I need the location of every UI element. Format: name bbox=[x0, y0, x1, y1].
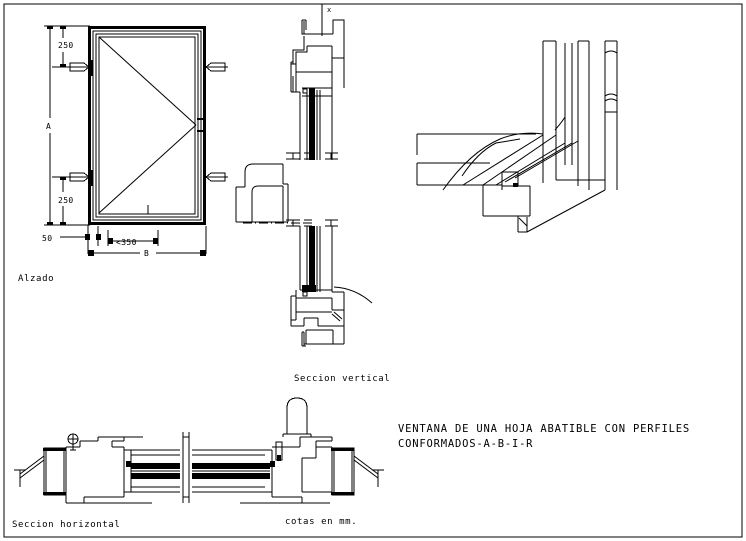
opening-direction-symbol bbox=[98, 36, 197, 214]
vertical-section-sill-profile bbox=[290, 289, 345, 347]
elevation-leader-right-bottom bbox=[205, 172, 228, 182]
vertical-section-leader-curve bbox=[333, 286, 373, 304]
drawing-title-line1: VENTANA DE UNA HOJA ABATIBLE CON PERFILE… bbox=[398, 423, 690, 435]
horizontal-section-right-jamb bbox=[331, 447, 384, 496]
vertical-section-break-upper bbox=[286, 152, 338, 160]
vertical-section-view: x bbox=[235, 4, 373, 347]
vertical-section-mid-bracket bbox=[235, 163, 289, 223]
vertical-section-label: Seccion vertical bbox=[294, 374, 390, 384]
elevation-hinge-blocks bbox=[89, 60, 93, 186]
vertical-section-sash-lower bbox=[299, 226, 333, 297]
vertical-section-break-lower bbox=[286, 219, 338, 227]
vertical-section-head-profile bbox=[301, 19, 345, 58]
vertical-section-upper-frame bbox=[290, 36, 345, 92]
horizontal-section-right-frame bbox=[240, 397, 333, 504]
drawing-title-line2: CONFORMADOS-A-B-I-R bbox=[398, 438, 533, 450]
elevation-view: 250 250 A bbox=[42, 25, 228, 258]
isometric-detail-view bbox=[416, 40, 618, 233]
elevation-dim-top-250: 250 bbox=[58, 41, 74, 50]
elevation-dim-bottom-250: 250 bbox=[58, 196, 74, 205]
vertical-section-sash-upper bbox=[291, 72, 333, 160]
elevation-leader-right-top bbox=[205, 62, 228, 72]
horizontal-section-sash-right bbox=[192, 449, 275, 493]
horizontal-section-label: Seccion horizontal bbox=[12, 520, 120, 530]
elevation-dim-edge-50: 50 bbox=[42, 234, 52, 243]
elevation-dim-height-A: A bbox=[46, 122, 51, 131]
elevation-vertical-dimensions bbox=[44, 25, 90, 226]
sheet-border bbox=[3, 3, 743, 538]
horizontal-section-view bbox=[14, 397, 384, 504]
elevation-dim-leaf-350: <350 bbox=[116, 238, 137, 247]
elevation-dim-width-B: B bbox=[144, 249, 149, 258]
vertical-section-marker-label: x bbox=[327, 6, 331, 14]
horizontal-section-break bbox=[182, 432, 190, 503]
horizontal-section-left-jamb bbox=[14, 447, 67, 496]
elevation-view-label: Alzado bbox=[18, 274, 54, 284]
horizontal-section-sash-left bbox=[124, 449, 180, 493]
units-note: cotas en mm. bbox=[285, 517, 357, 527]
elevation-window-frame bbox=[88, 26, 206, 225]
elevation-handle-marks bbox=[197, 118, 203, 132]
horizontal-section-left-frame bbox=[65, 433, 152, 504]
elevation-horizontal-dimensions bbox=[60, 225, 207, 256]
